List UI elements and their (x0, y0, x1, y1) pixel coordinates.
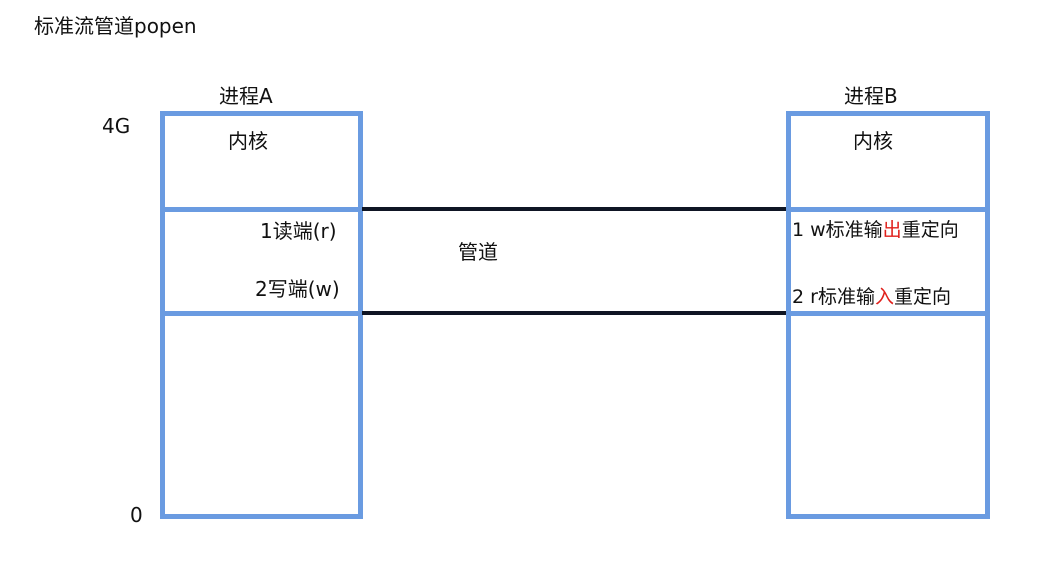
process-b-stdout-redirect: 1 w标准输出重定向 (792, 218, 959, 242)
process-a-write-end: 2写端(w) (255, 277, 340, 301)
pipe-bottom-line (362, 311, 790, 315)
process-a-kernel-label: 内核 (228, 129, 268, 153)
process-b-divider-pipe (786, 311, 990, 316)
process-a-divider-kernel (160, 207, 363, 212)
process-b-label: 进程B (844, 84, 898, 108)
process-a-label: 进程A (219, 84, 273, 108)
stdin-redirect-prefix: 2 r标准输 (792, 286, 875, 308)
stdin-redirect-suffix: 重定向 (893, 286, 951, 308)
process-b-divider-kernel (786, 207, 990, 212)
address-bottom-label: 0 (130, 503, 143, 527)
stdout-redirect-suffix: 重定向 (901, 219, 959, 241)
stdin-redirect-highlight: 入 (874, 286, 894, 308)
stdout-redirect-prefix: 1 w标准输 (792, 219, 883, 241)
process-a-read-end: 1读端(r) (260, 219, 337, 243)
address-top-label: 4G (102, 114, 131, 138)
process-a-divider-pipe (160, 311, 363, 316)
process-b-kernel-label: 内核 (853, 129, 893, 153)
pipe-top-line (362, 207, 790, 211)
process-b-stdin-redirect: 2 r标准输入重定向 (792, 285, 951, 309)
pipe-label: 管道 (458, 240, 498, 264)
stdout-redirect-highlight: 出 (882, 219, 902, 241)
diagram-title: 标准流管道popen (34, 14, 197, 38)
